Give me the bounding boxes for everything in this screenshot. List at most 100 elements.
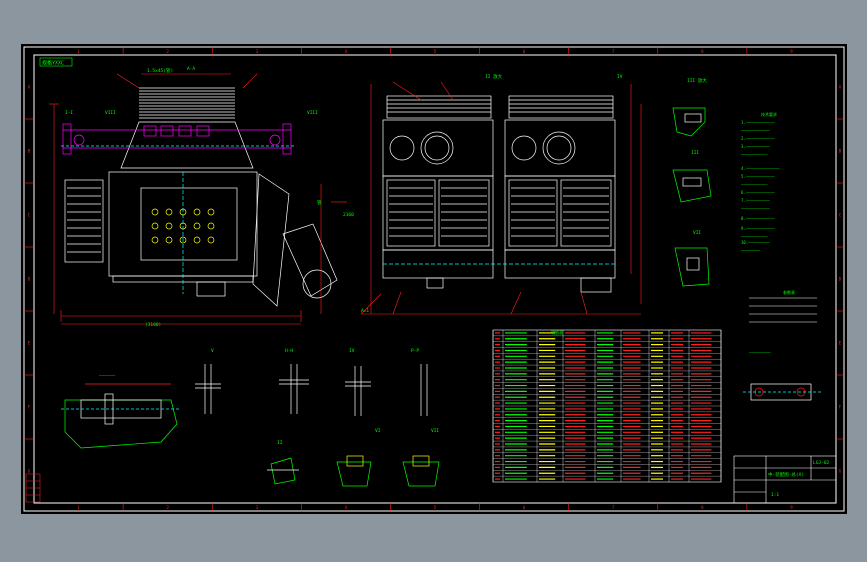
bottom-tick-label: 1 [77,505,80,510]
svg-text:4.——————————————: 4.—————————————— [741,166,780,171]
section-label-top-2: II 放大 [485,73,503,80]
section-label-hh: H-H [285,348,293,354]
svg-text:3.——————————: 3.—————————— [741,144,770,149]
bottom-tick-label: 6 [523,505,526,510]
svg-text:7.——————————: 7.—————————— [741,198,770,203]
parts-table-title: 明细表 [551,329,563,335]
top-tick-label: 8 [701,49,704,54]
top-tick-label: 9 [790,49,793,54]
right-tick-label: G [839,469,842,474]
bottom-tick-label: 2 [166,505,169,510]
notes-title: 技术要求 [761,111,777,117]
section-label-top-1: A-A [187,66,195,72]
top-tick-label: 7 [612,49,615,54]
technical-notes: 技术要求 1.———————————— ———————————— 2.—————… [741,111,780,253]
svg-text:VII: VII [693,230,701,236]
svg-text:5.————————————: 5.———————————— [741,174,775,179]
svg-text:VIII: VIII [307,110,318,116]
top-slats [139,87,235,119]
svg-text:2160: 2160 [343,212,354,218]
bottom-tick-label: 7 [612,505,615,510]
svg-text:A=1: A=1 [361,308,369,314]
right-tick-label: B [839,149,842,154]
top-tick-label: 4 [345,49,348,54]
svg-text:1.5x45(管): 1.5x45(管) [147,67,173,74]
svg-text:VIII: VIII [105,110,116,116]
svg-text:————————: ———————— [741,248,761,253]
right-tick-label: F [839,405,842,410]
side-table-title: 参数表 [783,289,795,295]
details-lower [267,455,440,487]
detail-bottom-right: ———————— [743,351,821,401]
svg-text:10.—————————: 10.————————— [741,240,770,245]
title-name: 中-装配图-总(A) [768,471,804,478]
bottom-tick-label: 4 [345,505,348,510]
detail-views-right [672,107,712,287]
right-tick-label: C [839,213,842,218]
section-label-vi: VI [375,428,381,434]
front-dimensions [49,73,347,325]
left-tick-label: C [28,213,31,218]
top-tick-label: 2 [166,49,169,54]
left-tick-label: F [28,405,31,410]
svg-text:1.————————————: 1.———————————— [741,120,775,125]
left-tick-label: G [28,469,31,474]
section-label-pp: P-P [411,348,419,354]
detail-lower-left [61,383,181,449]
svg-text:———————————: ——————————— [741,182,768,187]
top-tick-label: 6 [523,49,526,54]
svg-text:———————————: ——————————— [741,152,768,157]
parts-list-table [492,329,722,483]
top-tick-label: 1 [77,49,80,54]
svg-text:———————————: ——————————— [741,234,768,239]
front-view [61,87,338,307]
top-tick-label: 3 [256,49,259,54]
front-view-labels: 1.5x45(管) A-A I-I VIII VIII (3100) 管 [65,66,322,328]
sheet-tag: 规格YXXC [42,60,64,67]
svg-text:————————————: ———————————— [741,206,770,211]
elevation-dimensions [360,81,642,315]
pipe-highlight [62,123,292,155]
right-tick-label: D [839,277,842,282]
svg-text:IV: IV [617,74,623,80]
elevation-labels: II 放大 IV 2160 A=1 [343,73,623,314]
left-tick-label: A [28,85,31,90]
svg-text:————————: ———————— [749,351,771,356]
sections-middle [195,364,428,416]
title-sheet: 1:1 [771,492,779,498]
bottom-tick-label: 8 [701,505,704,510]
left-tick-label: B [28,149,31,154]
section-label-top-3: III 放大 [687,77,707,84]
left-tick-label: E [28,341,31,346]
svg-text:8.————————————: 8.———————————— [741,216,775,221]
bottom-tick-label: 9 [790,505,793,510]
right-tick-label: A [839,85,842,90]
side-elevation [382,95,616,293]
inner-border [33,54,837,504]
revision-boxes [25,473,41,503]
svg-text:2.————————————: 2.———————————— [741,136,775,141]
outer-frame [23,46,845,512]
svg-text:9.————————————: 9.———————————— [741,226,775,231]
bottom-tick-label: 3 [256,505,259,510]
section-label-vii: VII [431,428,439,434]
title-block [733,455,837,504]
svg-text:————————————: ———————————— [741,128,770,133]
svg-text:管: 管 [317,199,322,206]
border-ticks [24,47,844,511]
detail-labels: III 放大 III VII [687,77,707,236]
section-label-iv: IV [349,348,355,354]
svg-text:III: III [691,150,699,156]
svg-text:6.————————————: 6.———————————— [741,190,775,195]
left-tick-label: D [28,277,31,282]
svg-text:I-I: I-I [65,110,73,116]
title-code: LGJ-02 [813,460,830,466]
top-tick-label: 5 [434,49,437,54]
section-label-ii: II [277,440,283,446]
bottom-tick-label: 5 [434,505,437,510]
svg-text:——————: —————— [99,374,116,379]
